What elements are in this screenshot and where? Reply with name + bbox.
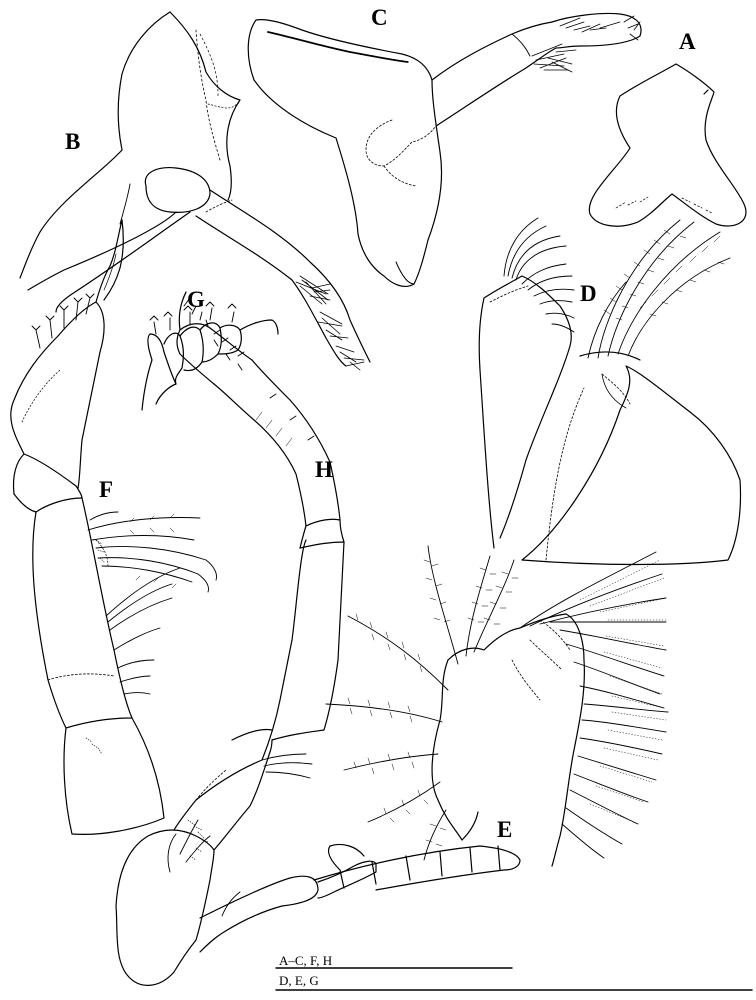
appendage-f-drawing (10, 183, 217, 835)
panel-label-e: E (497, 817, 513, 842)
scale-bar-label-2: D, E, G (279, 973, 319, 988)
scale-bar-label-1: A–C, F, H (279, 953, 333, 968)
panel-label-c: C (371, 5, 388, 30)
appendage-e-drawing (325, 545, 669, 867)
panel-label-h: H (315, 457, 333, 482)
appendage-d-drawing (478, 217, 742, 566)
appendage-h-drawing (115, 291, 521, 986)
panel-label-a: A (679, 29, 696, 54)
appendage-g-drawing (141, 301, 279, 411)
appendage-a-drawing (588, 63, 747, 227)
panel-label-f: F (99, 477, 114, 502)
panel-label-d: D (580, 281, 597, 306)
appendage-c-drawing (247, 12, 642, 288)
panel-label-b: B (65, 129, 81, 154)
scale-bars (275, 967, 753, 991)
appendage-b-drawing (19, 11, 371, 371)
panel-label-g: G (187, 287, 205, 312)
